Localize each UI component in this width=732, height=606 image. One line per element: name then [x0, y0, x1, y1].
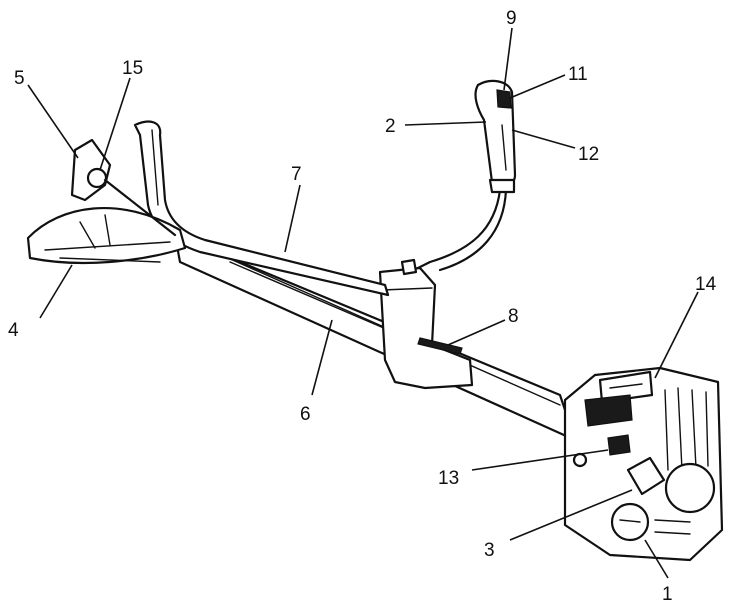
leader-lines [27, 27, 699, 579]
part-label-13: 13 [438, 468, 459, 489]
part-label-5: 5 [14, 68, 25, 89]
part-label-12: 12 [578, 144, 599, 165]
part-label-14: 14 [695, 274, 717, 295]
leader-1 [644, 539, 669, 579]
leader-15 [99, 77, 131, 171]
leader-12 [511, 129, 576, 149]
leader-5 [27, 84, 79, 159]
leader-8 [447, 319, 506, 346]
part-label-15: 15 [122, 58, 143, 79]
part-label-8: 8 [508, 306, 519, 327]
leader-7 [284, 184, 301, 253]
part-label-9: 9 [506, 8, 517, 29]
throttle-handle [474, 79, 517, 194]
part-label-3: 3 [484, 540, 495, 561]
part-label-7: 7 [291, 164, 302, 185]
drive-shaft [173, 233, 577, 442]
leader-3 [509, 489, 633, 541]
leader-13 [471, 449, 609, 471]
leader-2 [404, 121, 487, 126]
part-label-4: 4 [8, 320, 19, 341]
shaft-grip-block [378, 258, 474, 390]
part-label-2: 2 [385, 116, 396, 137]
throttle-cable [416, 188, 508, 272]
handle-bar [133, 120, 390, 297]
part-labels: 5 15 7 2 9 11 12 8 4 6 14 13 3 1 [8, 8, 717, 605]
part-label-1: 1 [662, 584, 673, 605]
leader-14 [654, 291, 699, 379]
part-label-11: 11 [568, 64, 588, 85]
leader-4 [39, 264, 73, 319]
leader-9 [503, 27, 513, 91]
part-label-6: 6 [300, 404, 311, 425]
leader-6 [311, 319, 333, 396]
blade-guard [26, 206, 187, 265]
gear-case [70, 138, 177, 237]
leader-11 [509, 74, 566, 99]
engine-unit [563, 366, 724, 562]
